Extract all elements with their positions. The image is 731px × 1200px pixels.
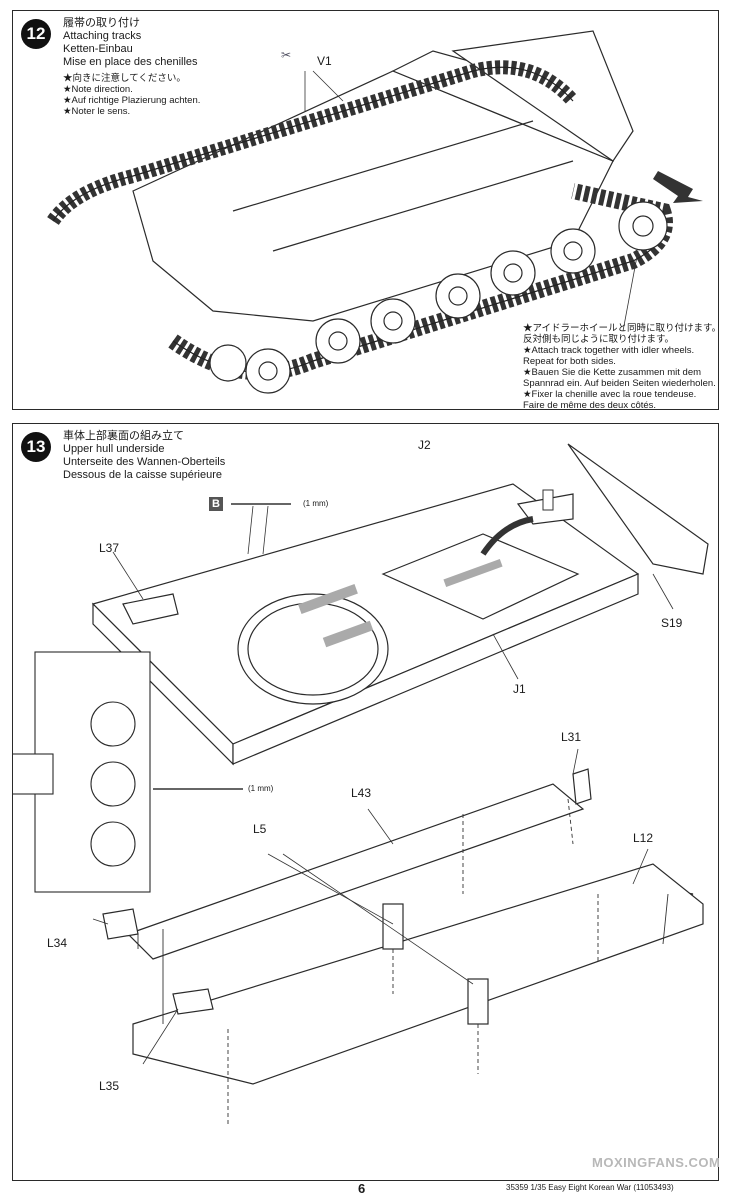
side-note-line: Repeat for both sides.: [523, 356, 616, 367]
upper-track-outline: [52, 66, 574, 222]
j1-part: [381, 533, 580, 620]
b-part-tag: B: [209, 497, 223, 511]
part-label-j1: J1: [513, 682, 526, 696]
step-13-title-fr: Dessous de la caisse supérieure: [63, 469, 222, 481]
part-label-v1: V1: [317, 54, 332, 68]
step-12-note: ★Note direction.: [63, 84, 133, 95]
assembly-guides: [227, 798, 599, 1124]
step-12-title-en: Attaching tracks: [63, 30, 142, 42]
part-label-l34: L34: [47, 936, 68, 950]
product-code: 35359 1/35 Easy Eight Korean War (110534…: [506, 1183, 674, 1192]
part-label-l5: L5: [253, 822, 267, 836]
step-13-title-de: Unterseite des Wannen-Oberteils: [63, 456, 226, 468]
l34-part: [102, 908, 139, 940]
part-label-l35: L35: [99, 1079, 120, 1093]
l35-part: [172, 988, 214, 1015]
part-label-j2: J2: [418, 438, 431, 452]
l43-plate: [126, 783, 585, 960]
step-13-title-ja: 車体上部裏面の組み立て: [63, 430, 184, 442]
part-label-l31: L31: [561, 730, 582, 744]
side-note-line: 反対側も同じように取り付けます。: [523, 334, 675, 345]
tank-track-illustration: ✂: [47, 30, 703, 394]
side-note-line: ★Fixer la chenille avec la roue tendeuse…: [523, 389, 697, 400]
step-13-panel: 13 車体上部裏面の組み立て Upper hull underside Unte…: [12, 423, 719, 1181]
side-note-line: ★アイドラーホイールと同時に取り付けます。: [523, 323, 722, 334]
step-13-titles: 車体上部裏面の組み立て Upper hull underside Unterse…: [63, 430, 225, 482]
step-13-badge: 13: [21, 432, 51, 462]
upper-hull-side: [232, 573, 639, 765]
step-12-title-de: Ketten-Einbau: [63, 43, 133, 55]
step-12-note: ★向きに注意してください。: [63, 73, 186, 84]
j2-pin: [542, 489, 554, 511]
direction-arrow: [653, 171, 703, 203]
l31-part: [572, 768, 592, 805]
side-note-line: Faire de même des deux côtés.: [523, 400, 657, 411]
drill-note-inset: (1 mm): [248, 784, 274, 793]
step-12-titles: 履帯の取り付け Attaching tracks Ketten-Einbau M…: [63, 17, 198, 69]
drive-sprocket: [209, 344, 247, 382]
svg-text:✂: ✂: [281, 48, 291, 62]
upper-hull-illustration: [13, 443, 709, 1124]
side-note-line: ★Bauen Sie die Kette zusammen mit dem: [523, 367, 702, 378]
drill-note-upper: (1 mm): [303, 499, 329, 508]
part-leaders: [92, 748, 649, 1065]
part-label-l37: L37: [99, 541, 120, 555]
s19-plate: [567, 443, 709, 575]
step-12-panel: 12 履帯の取り付け Attaching tracks Ketten-Einba…: [12, 10, 721, 411]
step-12-title-ja: 履帯の取り付け: [63, 17, 140, 29]
part-label-s19: S19: [661, 616, 683, 630]
step-12-notes: ★向きに注意してください。 ★Note direction. ★Auf rich…: [63, 73, 200, 117]
part-label-l43: L43: [351, 786, 372, 800]
step-12-note: ★Noter le sens.: [63, 106, 131, 117]
l37-part: [122, 593, 179, 625]
watermark-text: MOXINGFANS.COM: [592, 1155, 721, 1170]
step-13-title-en: Upper hull underside: [63, 443, 165, 455]
side-note-line: ★Attach track together with idler wheels…: [523, 345, 695, 356]
part-label-l12: L12: [633, 831, 654, 845]
curved-arrow: [480, 516, 534, 556]
lower-hull-body: [132, 863, 704, 1085]
step-12-badge: 12: [21, 19, 51, 49]
page-number: 6: [358, 1181, 366, 1196]
step-12-note: ★Auf richtige Plazierung achten.: [63, 95, 201, 106]
step-12-side-note: ★アイドラーホイールと同時に取り付けます。 反対側も同じように取り付けます。 ★…: [523, 323, 721, 411]
road-wheels: [245, 201, 668, 394]
grey-ribs: [298, 558, 503, 648]
l5-cylinder-2: [467, 978, 489, 1025]
side-note-line: Spannrad ein. Auf beiden Seiten wiederho…: [523, 378, 716, 389]
turret-ring: [237, 593, 389, 705]
assembly-arrows: [137, 893, 669, 1024]
l5-cylinder-1: [382, 903, 404, 950]
inset-detail: [13, 651, 151, 893]
step-12-title-fr: Mise en place des chenilles: [63, 56, 198, 68]
